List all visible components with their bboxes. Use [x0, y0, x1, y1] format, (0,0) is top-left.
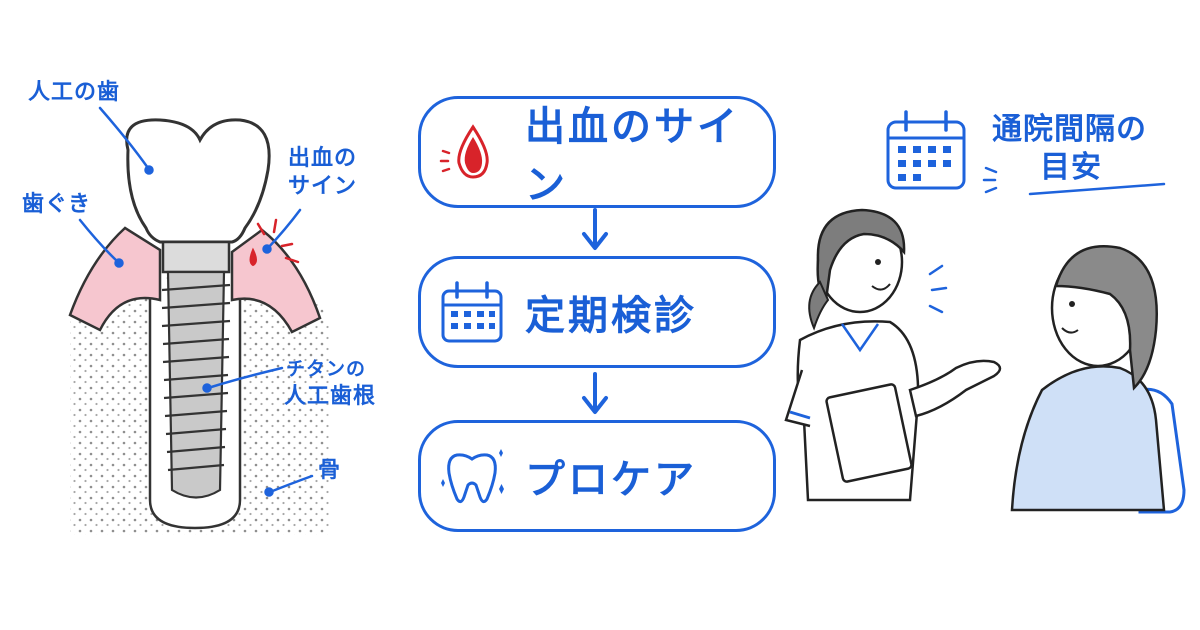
- implant-screw: [161, 270, 231, 499]
- blood-drop-icon: [249, 247, 257, 267]
- patient-body: [1010, 365, 1166, 512]
- calendar-icon: [437, 277, 507, 347]
- visit-interval-line1: 通院間隔の: [992, 112, 1147, 147]
- label-gum: 歯ぐき: [22, 192, 92, 217]
- flow-step-label: 定期検診: [525, 293, 697, 339]
- clipboard: [825, 383, 913, 483]
- label-titanium-root-1: チタンの: [286, 358, 367, 380]
- flow-step-checkup: 定期検診: [418, 256, 776, 368]
- label-bleeding-sign-1: 出血の: [288, 146, 358, 171]
- visit-interval-line2: 目安: [1040, 150, 1102, 185]
- flow-arrow-2: [580, 372, 610, 420]
- crown-shape: [125, 118, 271, 244]
- visit-interval-deco: [982, 166, 1166, 196]
- abutment: [161, 240, 231, 274]
- flow-step-bleeding: 出血のサイン: [418, 96, 776, 208]
- leader-bleeding: [266, 208, 302, 250]
- label-artificial-tooth: 人工の歯: [28, 80, 121, 105]
- flow-step-label: 出血のサイン: [525, 104, 740, 208]
- calendar-icon: [884, 108, 970, 198]
- hygienist-patient-illustration: [784, 208, 1186, 514]
- flow-arrow-1: [580, 208, 610, 256]
- tooth-icon: [437, 441, 507, 511]
- leader-tooth: [98, 106, 150, 170]
- leader-root: [206, 366, 284, 390]
- blood-sign-lines: [256, 218, 300, 264]
- label-titanium-root-2: 人工歯根: [284, 384, 377, 409]
- flow-step-procare: プロケア: [418, 420, 776, 532]
- blood-drop-icon: [437, 117, 507, 187]
- patient-hair: [1054, 245, 1158, 391]
- implant-diagram: [68, 106, 330, 535]
- flow-step-label: プロケア: [525, 457, 697, 503]
- gum-shape: [68, 226, 162, 332]
- leader-gum: [78, 218, 120, 264]
- hygienist-arm: [908, 359, 1002, 418]
- label-bleeding-sign-2: サイン: [288, 174, 358, 199]
- label-bone: 骨: [318, 458, 342, 483]
